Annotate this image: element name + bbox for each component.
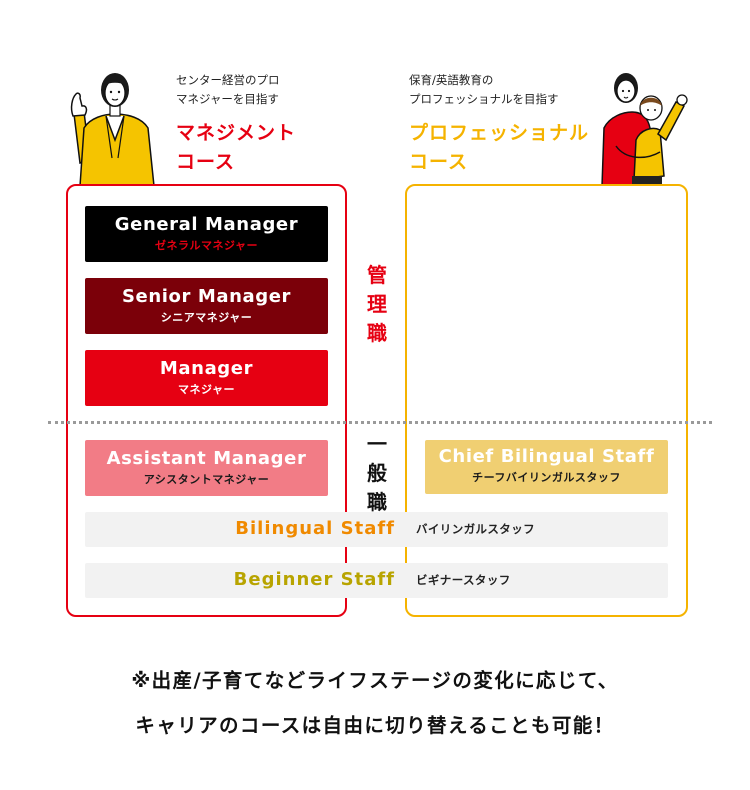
rank-senior-manager: Senior Manager シニアマネジャー bbox=[85, 278, 328, 334]
tier-divider bbox=[48, 421, 712, 424]
management-course-intro: センター経営のプロ マネジャーを目指す bbox=[176, 71, 280, 109]
rank-en: Manager bbox=[159, 358, 254, 379]
rank-jp: ゼネラルマネジャー bbox=[155, 239, 258, 252]
footnote-line-2: キャリアのコースは自由に切り替えることも可能！ bbox=[135, 714, 615, 737]
tier-char: 職 bbox=[367, 490, 387, 514]
rank-en: Chief Bilingual Staff bbox=[438, 446, 655, 467]
beginner-staff-band bbox=[85, 563, 668, 598]
manager-woman-illustration bbox=[70, 73, 155, 186]
rank-en: Senior Manager bbox=[121, 286, 292, 307]
intro-line: マネジャーを目指す bbox=[176, 92, 279, 106]
management-tier-label: 管 理 職 bbox=[362, 261, 392, 348]
bilingual-staff-band bbox=[85, 512, 668, 547]
professional-course-intro: 保育/英語教育の プロフェッショナルを目指す bbox=[409, 71, 559, 109]
professional-course-frame bbox=[405, 184, 688, 617]
intro-line: プロフェッショナルを目指す bbox=[409, 92, 559, 106]
title-line: コース bbox=[409, 151, 469, 173]
tier-char: 理 bbox=[367, 292, 387, 316]
management-course-frame bbox=[66, 184, 347, 617]
footnote-line-1: ※出産/子育てなどライフステージの変化に応じて、 bbox=[131, 669, 619, 692]
tier-char: 般 bbox=[367, 461, 387, 485]
bilingual-staff-en: Bilingual Staff bbox=[235, 518, 395, 539]
beginner-staff-jp: ビギナースタッフ bbox=[416, 573, 511, 587]
intro-line: センター経営のプロ bbox=[176, 73, 280, 87]
rank-chief-bilingual-staff: Chief Bilingual Staff チーフバイリンガルスタッフ bbox=[425, 440, 668, 494]
rank-jp: アシスタントマネジャー bbox=[143, 473, 270, 486]
rank-jp: シニアマネジャー bbox=[160, 311, 253, 324]
tier-char: 管 bbox=[367, 263, 387, 287]
general-tier-label: 一 般 職 bbox=[362, 430, 392, 517]
rank-jp: マネジャー bbox=[178, 383, 235, 396]
title-line: マネジメント bbox=[176, 122, 297, 144]
management-course-title: マネジメント コース bbox=[176, 119, 296, 177]
rank-en: General Manager bbox=[114, 214, 299, 235]
rank-en: Assistant Manager bbox=[106, 448, 307, 469]
title-line: コース bbox=[176, 151, 236, 173]
title-line: プロフェッショナル bbox=[409, 122, 590, 144]
tier-char: 一 bbox=[367, 432, 387, 456]
bilingual-staff-jp: バイリンガルスタッフ bbox=[416, 522, 535, 536]
professional-course-title: プロフェッショナル コース bbox=[409, 119, 589, 177]
rank-jp: チーフバイリンガルスタッフ bbox=[472, 471, 621, 484]
rank-manager: Manager マネジャー bbox=[85, 350, 328, 406]
rank-assistant-manager: Assistant Manager アシスタントマネジャー bbox=[85, 440, 328, 496]
rank-general-manager: General Manager ゼネラルマネジャー bbox=[85, 206, 328, 262]
professional-woman-child-illustration bbox=[601, 73, 688, 186]
beginner-staff-en: Beginner Staff bbox=[233, 569, 395, 590]
tier-char: 職 bbox=[367, 321, 387, 345]
intro-line: 保育/英語教育の bbox=[409, 73, 494, 87]
